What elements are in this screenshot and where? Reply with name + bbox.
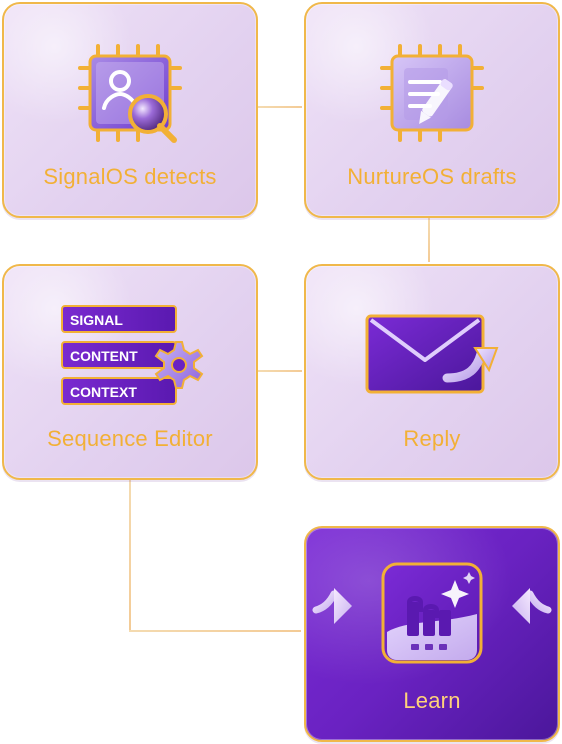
tag-context-text: CONTEXT (70, 384, 137, 400)
tag-context (61, 377, 177, 405)
tag-signal (61, 305, 177, 333)
icon-container: SIGNAL CONTENT CONTEXT (4, 302, 256, 422)
connector-editor-to-learn (129, 630, 301, 632)
tag-content-text: CONTENT (70, 348, 138, 364)
icon-container (306, 304, 558, 414)
connector-signal-to-nurture (258, 106, 302, 108)
connector-editor-down (129, 480, 131, 630)
card-label: NurtureOS drafts (347, 164, 517, 189)
card-label: SignalOS detects (43, 164, 217, 189)
card-nurtureos-drafts: NurtureOS drafts (304, 2, 560, 218)
icon-container (306, 558, 558, 668)
tag-signal-text: SIGNAL (70, 312, 123, 328)
m-logo-sparkle-icon (381, 562, 483, 664)
settings-tags-icon: SIGNAL CONTENT CONTEXT (61, 305, 204, 405)
card-label: Sequence Editor (47, 426, 213, 451)
card-sequence-editor: SIGNAL CONTENT CONTEXT Sequence Editor (2, 264, 258, 480)
chip-document-pencil-icon (380, 44, 484, 142)
connector-reply-to-editor (258, 370, 302, 372)
card-signalos-detects: SignalOS detects (2, 2, 258, 218)
connector-nurture-to-reply (428, 218, 430, 262)
card-label: Learn (403, 688, 461, 713)
incoming-arrow-right-icon (512, 588, 552, 624)
icon-container (306, 38, 558, 148)
card-reply: Reply (304, 264, 560, 480)
email-reply-icon (365, 314, 499, 394)
incoming-arrow-left-icon (312, 588, 352, 624)
card-label: Reply (403, 426, 461, 451)
chip-user-search-icon (78, 44, 182, 143)
icon-container (4, 38, 256, 148)
card-learn: Learn (304, 526, 560, 742)
